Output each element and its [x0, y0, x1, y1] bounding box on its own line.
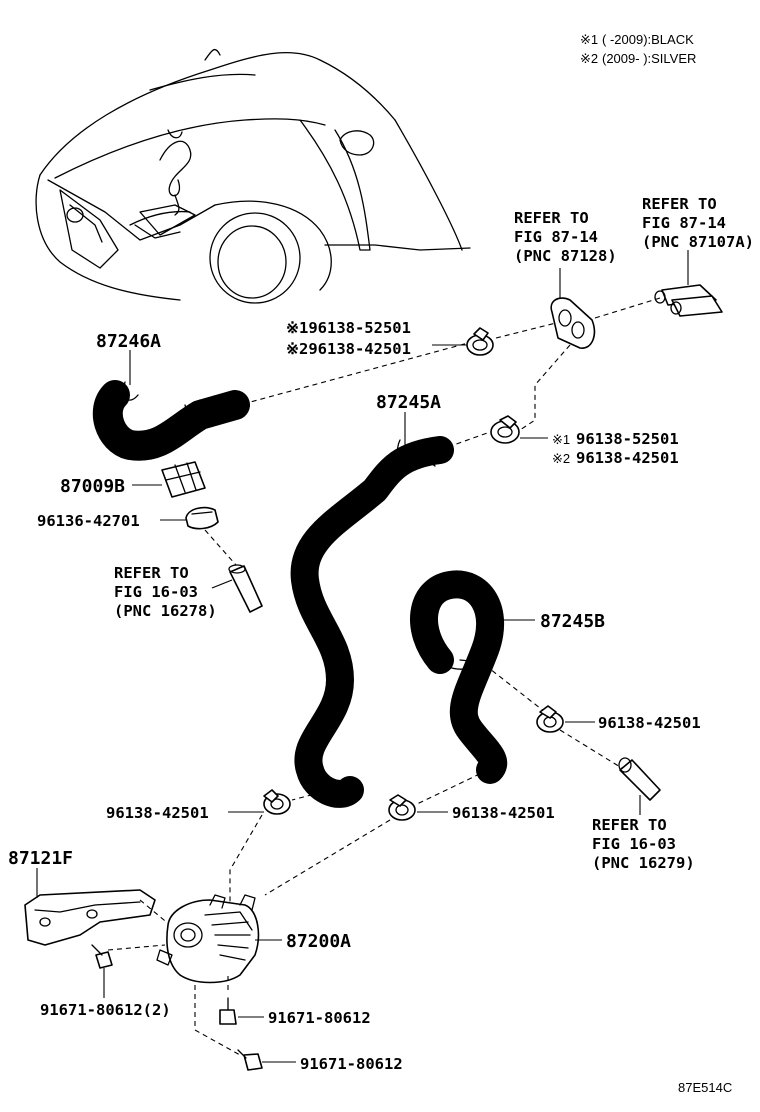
pipe-16278: [211, 564, 263, 613]
bolt-bottom: [237, 1049, 296, 1071]
label-refer-87128-2: FIG 87-14: [514, 228, 598, 246]
label-refer-87107a-3: (PNC 87107A): [642, 233, 754, 251]
label-clamp-mid-1-mark: ※1: [552, 432, 570, 447]
note1-mark: ※1: [580, 32, 598, 47]
pipe-16279: [618, 757, 661, 815]
label-refer-16279-3: (PNC 16279): [592, 854, 695, 872]
clamp-bottom-mid: [388, 794, 448, 821]
note2-text: (2009- ):SILVER: [602, 51, 696, 66]
label-87009b: 87009B: [60, 476, 125, 497]
water-pump-87200a: [156, 894, 282, 984]
label-refer-16279-2: FIG 16-03: [592, 835, 676, 853]
hose-87245a: [290, 412, 454, 808]
pipes-87107a: [654, 250, 723, 317]
label-clamp-right: 96138-42501: [598, 714, 701, 732]
label-bolt-mid: 91671-80612: [268, 1009, 371, 1027]
label-87246a: 87246A: [96, 331, 161, 352]
hose-87245b: [410, 570, 535, 784]
label-refer-87107a-2: FIG 87-14: [642, 214, 726, 232]
clamp-top-left: [432, 327, 494, 356]
label-87200a: 87200A: [286, 931, 351, 952]
clamp-right: [536, 705, 595, 733]
grommet-87128: [550, 268, 596, 349]
clamp-mid-right: [490, 415, 548, 444]
label-96136-42701: 96136-42701: [37, 512, 140, 530]
label-clamp-top-2: ※296138-42501: [286, 340, 411, 358]
label-clamp-mid-1: 96138-52501: [576, 430, 679, 448]
grommet-87009b: [132, 461, 206, 498]
label-clamp-bottom-mid: 96138-42501: [452, 804, 555, 822]
note1-text: ( -2009):BLACK: [602, 32, 694, 47]
clamp-bottom-left: [228, 789, 291, 815]
label-clamp-mid-2: 96138-42501: [576, 449, 679, 467]
bolt-mid: [219, 997, 264, 1025]
label-refer-87128-3: (PNC 87128): [514, 247, 617, 265]
hose-87246a: [92, 350, 250, 461]
label-87121f: 87121F: [8, 848, 73, 869]
label-bolt-left: 91671-80612(2): [40, 1001, 171, 1019]
label-refer-87128-1: REFER TO: [514, 209, 589, 227]
label-clamp-top-1: ※196138-52501: [286, 319, 411, 337]
label-refer-16278-3: (PNC 16278): [114, 602, 217, 620]
label-87245b: 87245B: [540, 611, 605, 632]
bracket-87121f: [24, 868, 156, 946]
car-illustration: [35, 48, 471, 304]
diagram-code: 87E514C: [678, 1080, 732, 1095]
label-87245a: 87245A: [376, 392, 441, 413]
label-refer-87107a-1: REFER TO: [642, 195, 717, 213]
label-bolt-bottom: 91671-80612: [300, 1055, 403, 1073]
clip-96136-42701: [160, 506, 219, 530]
note2-mark: ※2: [580, 51, 598, 66]
color-notes: ※1 ( -2009):BLACK ※2 (2009- ):SILVER: [580, 32, 696, 66]
label-refer-16278-2: FIG 16-03: [114, 583, 198, 601]
label-clamp-mid-2-mark: ※2: [552, 451, 570, 466]
label-clamp-bottom-left: 96138-42501: [106, 804, 209, 822]
bolt-left: [91, 944, 113, 998]
label-refer-16278-1: REFER TO: [114, 564, 189, 582]
label-refer-16279-1: REFER TO: [592, 816, 667, 834]
